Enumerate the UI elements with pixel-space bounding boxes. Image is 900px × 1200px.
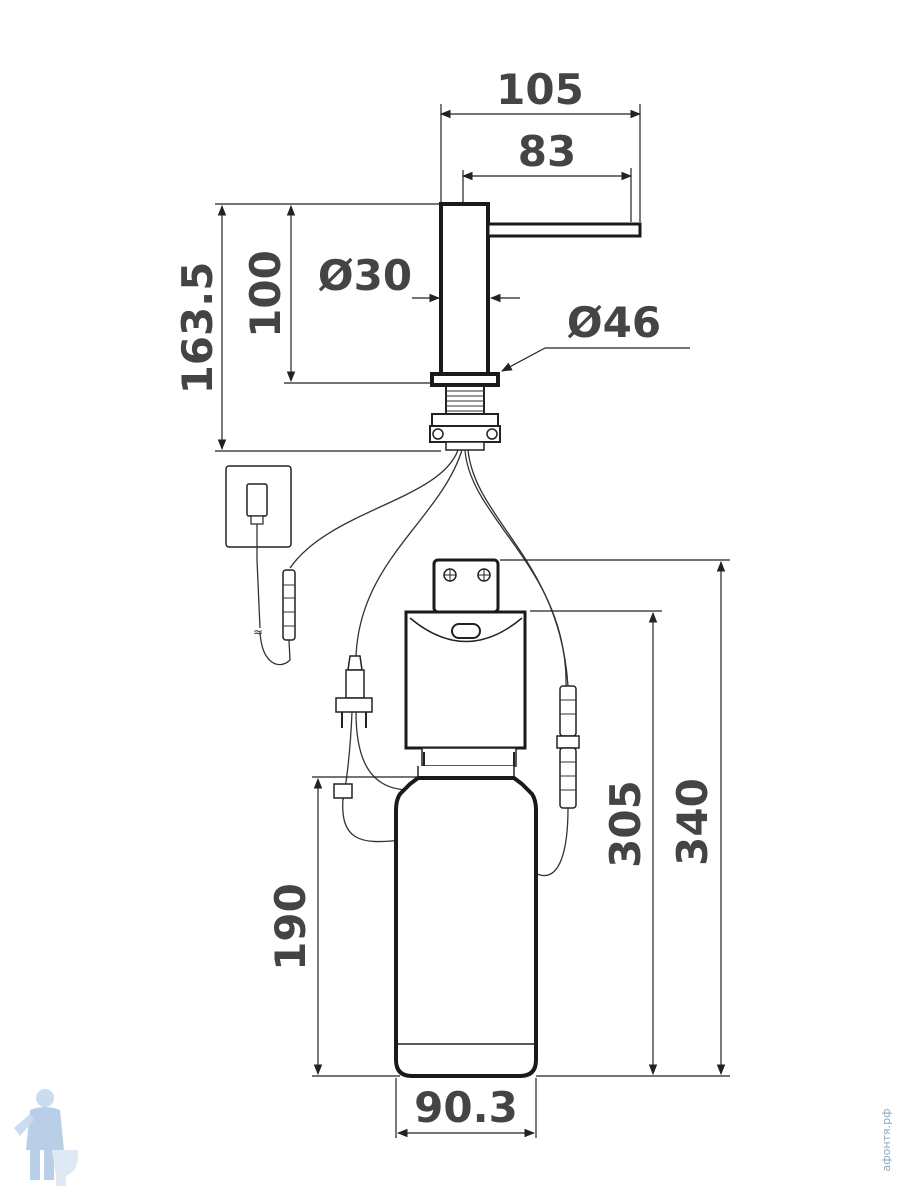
pump-unit [404, 558, 527, 767]
label-305: 305 [601, 780, 650, 868]
dimension-overall-width: 105 [439, 65, 642, 222]
dimension-total-height: 163.5 [173, 203, 441, 452]
power-adapter: ≈ [225, 465, 296, 666]
label-100: 100 [241, 250, 290, 338]
dimension-body-diameter: Ø30 [318, 251, 520, 303]
wires [289, 449, 569, 691]
plumber-mascot-logo [14, 1089, 79, 1186]
label-340: 340 [668, 778, 717, 866]
bottle [394, 766, 538, 1078]
dimension-body-height: 100 [241, 204, 432, 384]
dimension-total-unit-height: 340 [500, 559, 730, 1076]
dimension-base-diameter: Ø46 [501, 298, 690, 372]
watermark-site: афонтя.рф [880, 1109, 893, 1172]
dimension-spout-length: 83 [461, 127, 633, 222]
label-190: 190 [266, 883, 315, 971]
dimension-bottle-height: 190 [266, 776, 420, 1077]
label-163-5: 163.5 [173, 262, 222, 395]
label-90-3: 90.3 [414, 1083, 518, 1132]
dimension-bottle-width: 90.3 [395, 1078, 537, 1138]
dimension-pump-height: 305 [530, 610, 730, 1077]
label-105: 105 [496, 65, 584, 114]
label-83: 83 [518, 127, 576, 176]
dispenser-head [429, 202, 642, 451]
svg-text:≈: ≈ [253, 625, 263, 639]
label-diameter-46: Ø46 [567, 298, 661, 347]
tube-connector [333, 655, 466, 843]
inline-connector-right [507, 685, 580, 877]
label-diameter-30: Ø30 [318, 251, 412, 300]
